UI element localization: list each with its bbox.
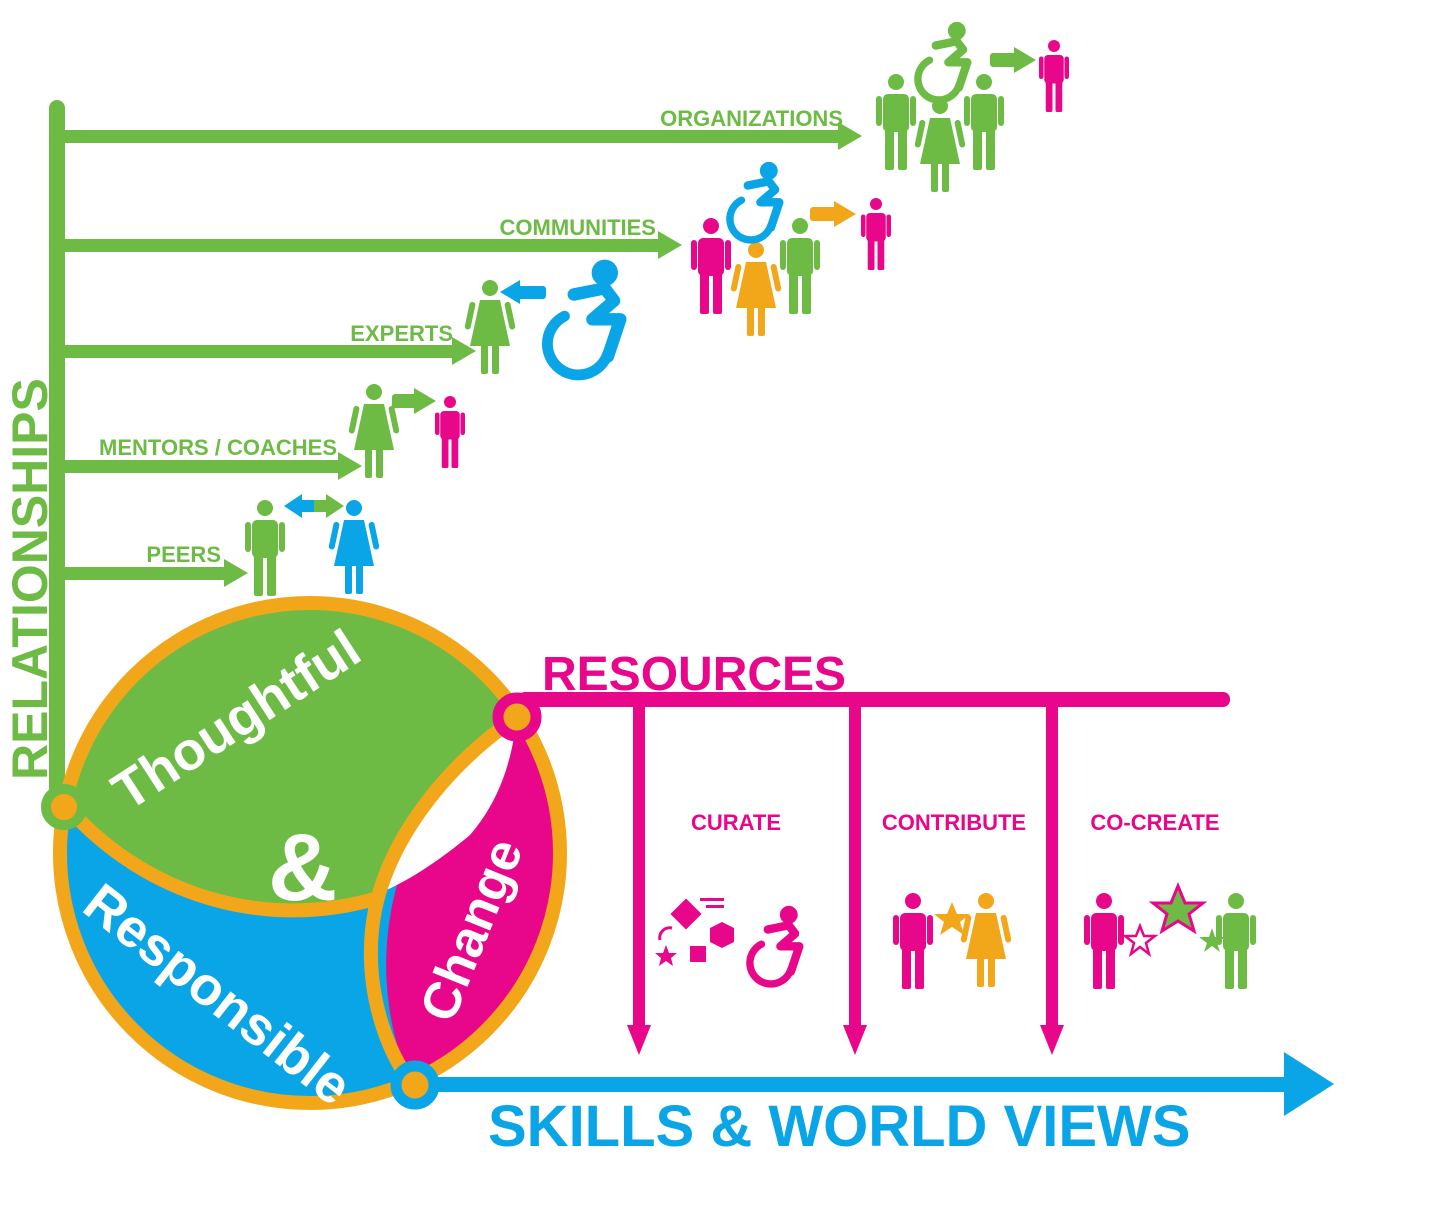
- action-label-contribute: CONTRIBUTE: [882, 810, 1026, 835]
- person-icon: [435, 396, 465, 468]
- person-icon: [245, 500, 285, 596]
- organizations-icons: [876, 22, 1069, 192]
- skills-axis-label: SKILLS & WORLD VIEWS: [488, 1094, 1190, 1159]
- person-icon: [1039, 40, 1069, 112]
- star-icon: [1121, 922, 1159, 958]
- person-icon: [691, 218, 731, 314]
- resources-axis-label: RESOURCES: [542, 648, 846, 701]
- core-ampersand: &: [268, 814, 337, 921]
- wheelchair-icon: [918, 22, 967, 100]
- level-label-communities: COMMUNITIES: [500, 215, 656, 240]
- node-resources: [492, 692, 542, 742]
- woman-icon: [328, 500, 380, 594]
- node-skills: [390, 1060, 440, 1110]
- wheelchair-icon: [730, 162, 779, 240]
- arrow-icon: [810, 201, 856, 227]
- communities-icons: [691, 162, 891, 336]
- shapes-icon: [655, 898, 734, 966]
- resources-axis: [518, 692, 1230, 1055]
- skills-axis: [420, 1052, 1334, 1116]
- peers-icons: [245, 494, 380, 596]
- level-label-organizations: ORGANIZATIONS: [660, 106, 843, 131]
- person-icon: [876, 74, 916, 170]
- star-icon: [1148, 882, 1208, 935]
- person-icon: [893, 893, 933, 989]
- wheelchair-icon: [547, 260, 620, 375]
- person-icon: [1084, 893, 1124, 989]
- person-icon: [780, 218, 820, 314]
- experts-icons: [464, 260, 620, 375]
- woman-icon: [730, 242, 782, 336]
- person-icon: [964, 74, 1004, 170]
- mentors-icons: [348, 384, 465, 478]
- woman-icon: [914, 98, 966, 192]
- person-icon: [861, 198, 891, 270]
- woman-icon: [960, 893, 1012, 987]
- person-icon: [1216, 893, 1256, 989]
- wheelchair-icon: [750, 906, 799, 984]
- star-icon: [934, 902, 970, 935]
- action-label-curate: CURATE: [691, 810, 781, 835]
- star-icon: [1199, 928, 1225, 952]
- arrow-icon: [990, 47, 1036, 73]
- relationships-axis-label: RELATIONSHIPS: [2, 378, 58, 780]
- level-label-peers: PEERS: [146, 542, 221, 567]
- curate-icons: [655, 898, 799, 984]
- arrow-icon: [500, 280, 546, 304]
- contribute-icons: [893, 893, 1012, 989]
- relationships-axis: [49, 100, 862, 800]
- level-label-experts: EXPERTS: [350, 321, 453, 346]
- arrow-icon: [392, 388, 436, 414]
- level-label-mentors-coaches: MENTORS / COACHES: [99, 435, 337, 460]
- arrow-icon: [284, 494, 344, 518]
- core-circle: [53, 596, 567, 1110]
- action-label-co-create: CO-CREATE: [1090, 810, 1219, 835]
- node-relationships: [41, 784, 87, 830]
- co-create-icons: [1084, 882, 1256, 989]
